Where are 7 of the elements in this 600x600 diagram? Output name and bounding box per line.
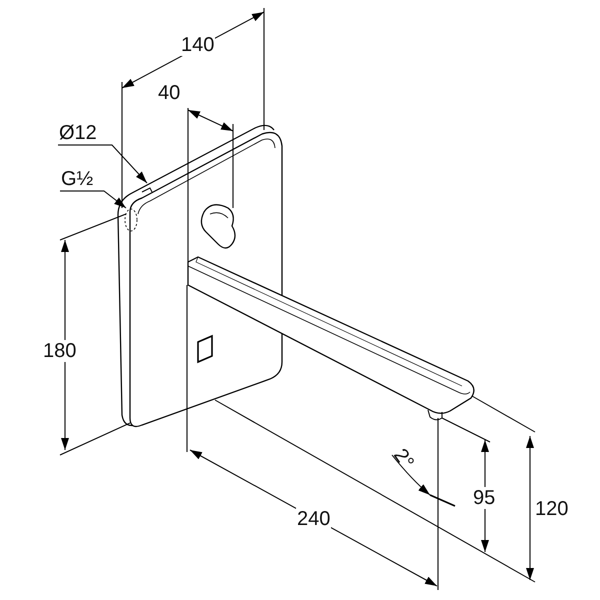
leader-line (58, 144, 148, 184)
dimension-label: 140 (180, 34, 216, 56)
dimension-label: 95 (472, 487, 496, 509)
dimension-label: 2° (388, 444, 419, 474)
leader-line (60, 190, 126, 208)
dimension-label: 180 (42, 340, 78, 362)
dimension-label: 240 (296, 508, 332, 530)
